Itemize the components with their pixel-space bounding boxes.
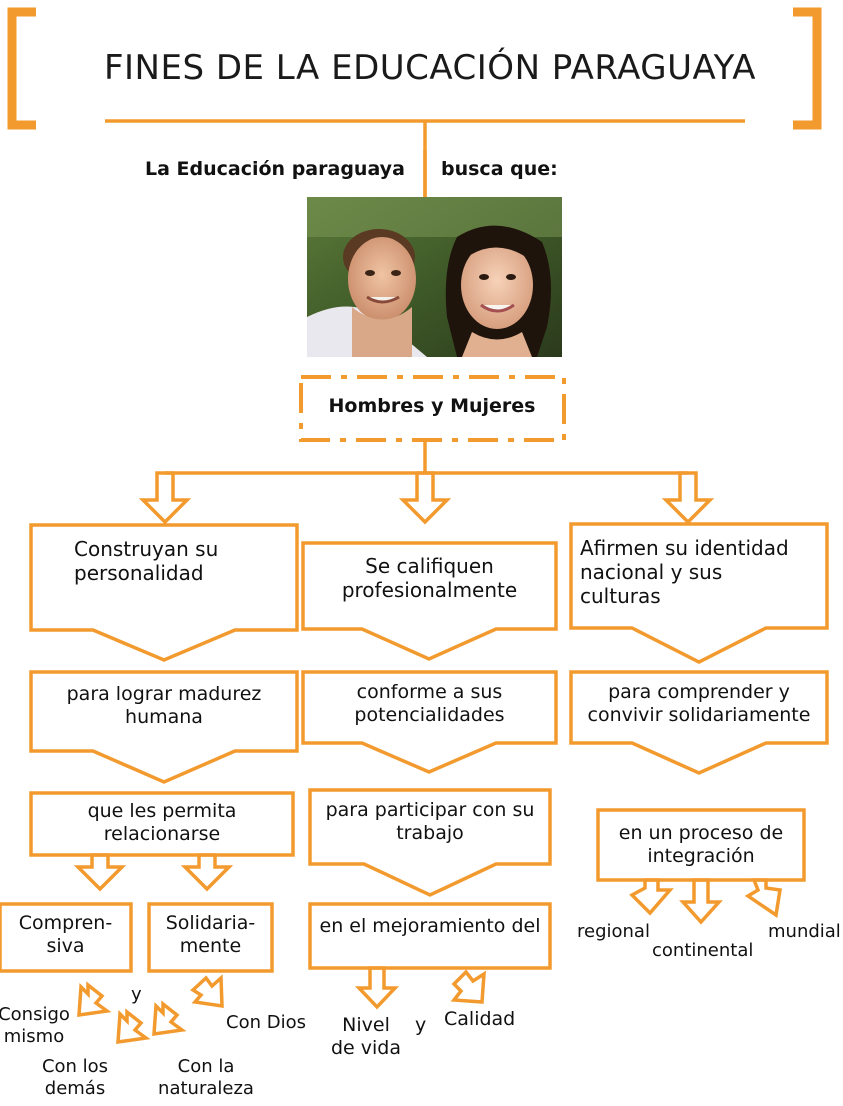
b1-arrow-left xyxy=(73,853,127,892)
arrow-calidad xyxy=(450,969,486,1004)
intro-right-text: busca que: xyxy=(441,158,558,180)
hub-label: Hombres y Mujeres xyxy=(328,395,536,417)
b2-box4 xyxy=(308,902,552,970)
leaf-naturaleza: Con la naturaleza xyxy=(158,1056,254,1099)
b2-box2 xyxy=(301,670,558,774)
b1-box1 xyxy=(29,523,299,662)
leaf-calidad: Calidad xyxy=(444,1008,516,1030)
leaf-dios: Con Dios xyxy=(226,1012,306,1033)
arrow-consigo xyxy=(77,981,112,1018)
b1-solidariamente-text: Solidaria- mente xyxy=(165,912,256,957)
b2-box1-text: Se califiquen profesionalmente xyxy=(341,554,518,602)
leaf-demas: Con los demás xyxy=(41,1056,109,1099)
b1-box1-text: Construyan su personalidad xyxy=(74,537,219,585)
arrow-mundial xyxy=(744,878,783,918)
b1-y-text: y xyxy=(131,984,142,1005)
arrow-branch2 xyxy=(398,471,452,525)
couple-portrait-photo xyxy=(307,197,562,357)
hub-box xyxy=(299,375,566,442)
leaf-continental: continental xyxy=(652,940,754,961)
b1-box2 xyxy=(29,670,299,784)
arrow-continental xyxy=(679,878,723,925)
b2-box2-text: conforme a sus potencialidades xyxy=(354,681,505,726)
b3-box2 xyxy=(569,670,829,775)
arrow-branch1 xyxy=(138,471,192,525)
arrow-nivel xyxy=(354,966,400,1010)
leaf-mundial: mundial xyxy=(768,921,841,942)
b3-box1 xyxy=(569,522,829,664)
b1-box2-text: para lograr madurez humana xyxy=(66,683,262,728)
arrow-demas xyxy=(116,1008,151,1045)
b1-box-solidariamente xyxy=(147,902,274,973)
b1-box3-text: que les permita relacionarse xyxy=(87,800,237,845)
b1-box-comprensiva xyxy=(0,902,133,973)
b3-box3-text: en un proceso de integración xyxy=(618,822,784,867)
right-bracket xyxy=(793,7,822,130)
leaf-regional: regional xyxy=(577,921,650,942)
intro-left-text: La Educación paraguaya xyxy=(145,158,405,180)
b2-y-text: y xyxy=(415,1014,427,1036)
arrow-branch3 xyxy=(661,471,715,525)
b3-box1-text: Afirmen su identidad nacional y sus cult… xyxy=(580,536,789,608)
b2-box1 xyxy=(301,541,558,661)
b1-arrow-right xyxy=(180,853,234,892)
arrow-naturaleza xyxy=(152,1000,187,1037)
b2-box3-text: para participar con su trabajo xyxy=(325,799,535,844)
b1-comprensiva-text: Compren- siva xyxy=(18,912,113,957)
arrow-dios xyxy=(190,974,224,1009)
arrow-regional xyxy=(629,878,674,916)
b3-box2-text: para comprender y convivir solidariament… xyxy=(587,681,811,726)
leaf-consigo: Consigo mismo xyxy=(0,1004,70,1047)
b2-box4-text: en el mejoramiento del xyxy=(319,915,541,937)
b2-box3 xyxy=(308,788,552,897)
b1-box3 xyxy=(29,791,295,857)
leaf-nivel: Nivel de vida xyxy=(330,1014,402,1059)
left-bracket xyxy=(7,7,36,130)
page-title: FINES DE LA EDUCACIÓN PARAGUAYA xyxy=(103,48,757,88)
